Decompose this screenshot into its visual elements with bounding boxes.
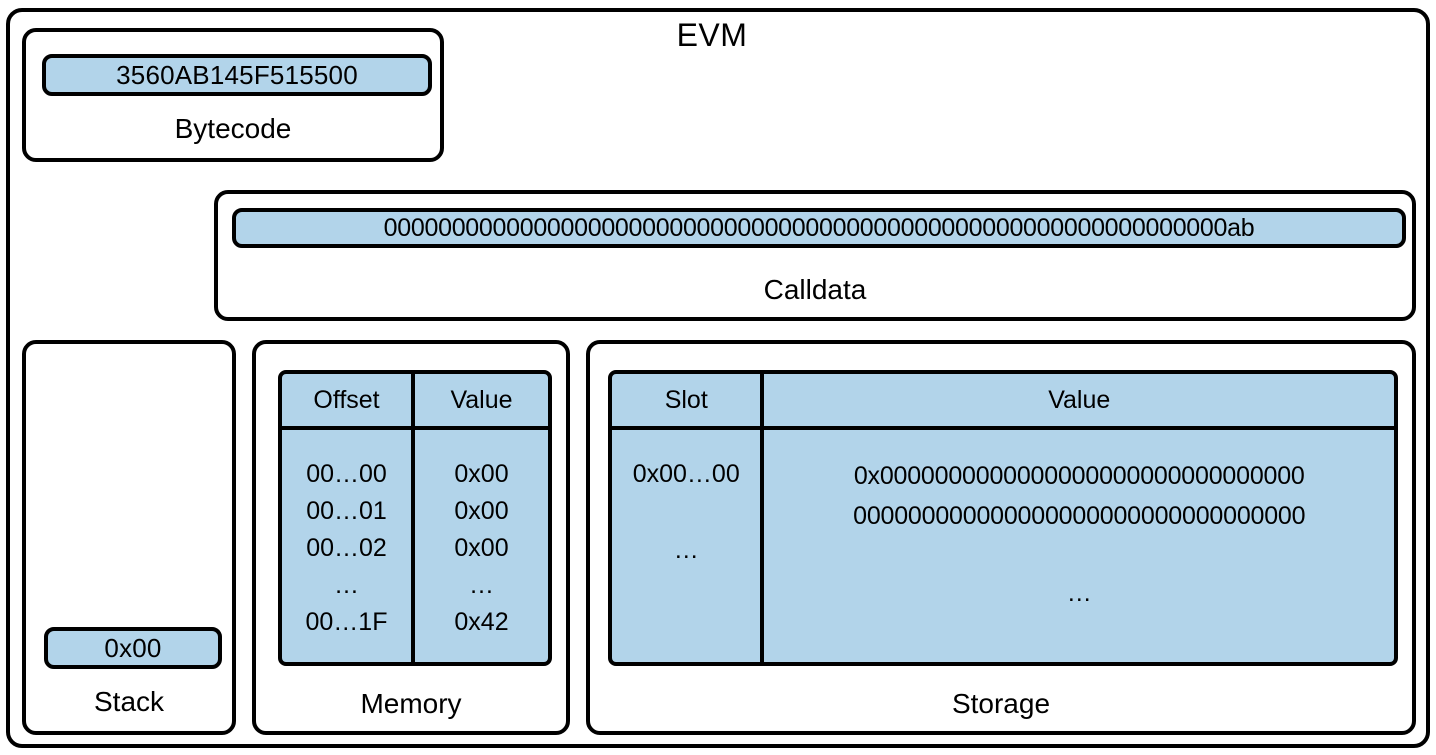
evm-title: EVM <box>676 17 748 53</box>
stack-item: 0x00 <box>44 627 222 669</box>
table-row: 0x00 <box>454 460 509 488</box>
bytecode-label: Bytecode <box>174 113 292 144</box>
table-row: 0x00000000000000000000000000000000000000… <box>853 462 1306 530</box>
storage-table-body: 0x00…00 … 0x0000000000000000000000000000… <box>612 430 1394 662</box>
storage-table: Slot Value 0x00…00 … 0x00000000000000000… <box>608 370 1398 666</box>
table-row: 00…01 <box>306 497 387 525</box>
table-row: … <box>334 571 359 599</box>
stack-label: Stack <box>93 686 165 717</box>
table-row: 0x00 <box>454 497 509 525</box>
table-row: 0x42 <box>454 608 509 636</box>
table-row: … <box>469 571 494 599</box>
storage-table-header: Slot Value <box>612 374 1394 430</box>
table-row: 00…00 <box>306 460 387 488</box>
calldata-value: 0000000000000000000000000000000000000000… <box>232 208 1406 248</box>
memory-table: Offset Value 00…00 00…01 00…02 … 00…1F 0… <box>278 370 552 666</box>
table-row: … <box>1066 579 1092 607</box>
table-row: 00…1F <box>305 608 388 636</box>
table-row: 00…02 <box>306 534 387 562</box>
storage-label: Storage <box>951 688 1051 719</box>
storage-slot-cells: 0x00…00 … <box>612 430 765 662</box>
calldata-label: Calldata <box>763 274 867 305</box>
memory-column-value: Value <box>450 385 513 414</box>
table-row: 0x00…00 <box>632 460 740 488</box>
memory-table-body: 00…00 00…01 00…02 … 00…1F 0x00 0x00 0x00… <box>282 430 548 662</box>
table-row: … <box>673 536 699 564</box>
memory-column-offset: Offset <box>282 374 415 426</box>
stack-panel: 0x00 Stack <box>22 340 236 735</box>
storage-column-slot: Slot <box>612 374 765 426</box>
bytecode-panel: 3560AB145F515500 Bytecode <box>22 28 444 162</box>
storage-value-cells: 0x00000000000000000000000000000000000000… <box>764 430 1394 662</box>
memory-offset-cells: 00…00 00…01 00…02 … 00…1F <box>282 430 415 662</box>
memory-label: Memory <box>360 688 462 719</box>
table-row: 0x00 <box>454 534 509 562</box>
bytecode-value: 3560AB145F515500 <box>42 54 432 96</box>
storage-column-value: Value <box>1048 385 1111 414</box>
memory-table-header: Offset Value <box>282 374 548 430</box>
memory-panel: Offset Value 00…00 00…01 00…02 … 00…1F 0… <box>252 340 570 735</box>
storage-panel: Slot Value 0x00…00 … 0x00000000000000000… <box>586 340 1416 735</box>
calldata-panel: 0000000000000000000000000000000000000000… <box>214 190 1416 321</box>
memory-value-cells: 0x00 0x00 0x00 … 0x42 <box>415 430 548 662</box>
